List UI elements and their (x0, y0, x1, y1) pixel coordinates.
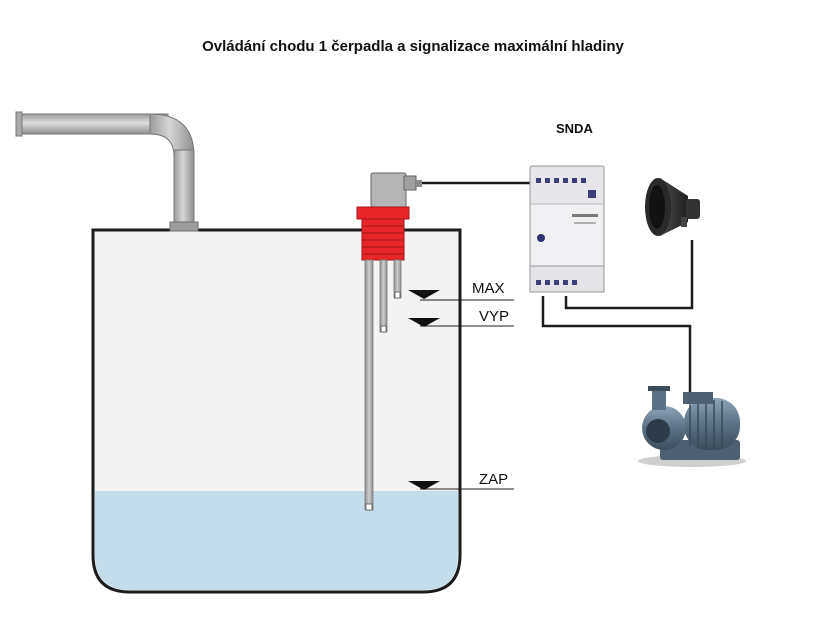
vyp-level-label: VYP (479, 308, 510, 325)
device-label: SNDA (556, 121, 593, 136)
zap-level-marker (408, 481, 440, 490)
zap-level-label: ZAP (479, 471, 509, 488)
max-level-label: MAX (472, 280, 505, 297)
water-pump-icon (638, 386, 746, 467)
level-markers (408, 290, 514, 490)
probe-vyp (379, 259, 388, 333)
relay-module-icon (529, 165, 605, 293)
horn-siren-icon (645, 178, 700, 236)
water (95, 491, 458, 590)
level-sensor-icon (356, 172, 422, 511)
pump-wire (541, 296, 692, 392)
wiring (422, 181, 694, 392)
vyp-level-marker (408, 318, 440, 327)
max-level-marker (408, 290, 440, 299)
horn-wire (564, 240, 694, 310)
inlet-pipe-icon (15, 111, 199, 232)
tank-outline (91, 228, 462, 594)
page-title: Ovládání chodu 1 čerpadla a signalizace … (202, 38, 624, 55)
probe-zap (364, 259, 374, 511)
tank (91, 228, 462, 594)
